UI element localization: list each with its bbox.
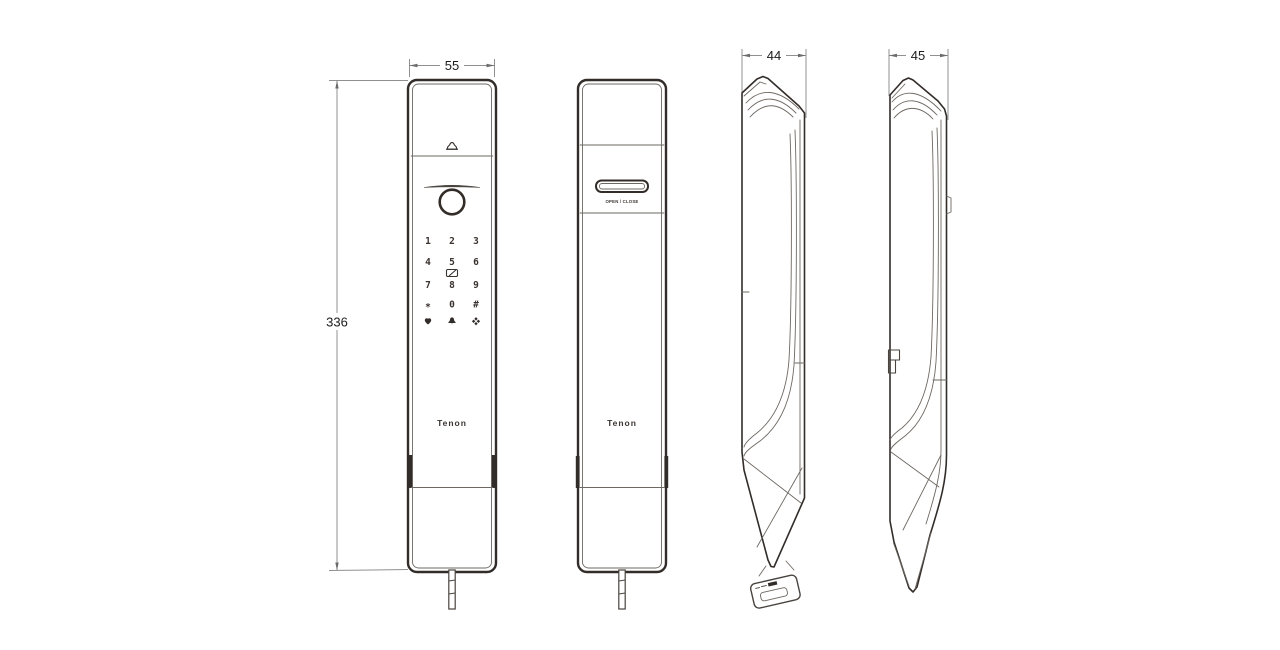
mounting-plate xyxy=(749,574,801,609)
dim-side-a-depth: 44 xyxy=(767,48,781,63)
edge-notch-right xyxy=(664,456,669,488)
open-close-label: OPEN / CLOSE xyxy=(606,199,639,204)
key-7: 7 xyxy=(425,280,431,291)
dim-side-a-depth-group: 44 xyxy=(741,47,807,118)
doorbell-icon xyxy=(446,142,458,150)
profile-outline xyxy=(889,77,948,593)
key-9: 9 xyxy=(473,280,479,291)
key-1: 1 xyxy=(425,236,431,247)
key-hash: # xyxy=(473,300,479,311)
edge-notch-right xyxy=(491,455,496,488)
front-exterior-view: 1 2 3 4 5 6 7 8 9 * 0 # xyxy=(406,78,498,610)
bell-icon xyxy=(448,317,456,325)
dimension-annotations: 55 336 44 4 xyxy=(322,47,949,571)
profile-inner-lines xyxy=(741,81,805,577)
open-close-slot xyxy=(595,179,649,193)
dim-front-height: 336 xyxy=(326,315,348,330)
side-profile-b-view xyxy=(887,77,952,593)
dim-side-b-depth: 45 xyxy=(911,48,925,63)
front-interior-view: OPEN / CLOSE Tenon xyxy=(575,78,669,610)
dim-side-b-depth-group: 45 xyxy=(888,47,949,120)
key-5: 5 xyxy=(449,257,455,268)
dim-front-width-group: 55 xyxy=(409,57,495,77)
brand-logo-exterior: Tenon xyxy=(437,418,467,428)
latch-detail xyxy=(887,349,901,374)
profile-inner-lines xyxy=(889,83,952,590)
key-2: 2 xyxy=(449,236,455,247)
edge-notch-left xyxy=(408,455,413,488)
rfid-card-icon xyxy=(445,268,459,278)
key-4: 4 xyxy=(425,257,431,268)
key-star: * xyxy=(425,302,431,313)
status-light-bar xyxy=(423,184,481,188)
edge-notch-left xyxy=(575,456,580,488)
fingerprint-scanner-ring xyxy=(438,188,466,216)
dim-front-width: 55 xyxy=(445,58,459,73)
key-3: 3 xyxy=(473,236,479,247)
key-6: 6 xyxy=(473,257,479,268)
key-0: 0 xyxy=(449,300,455,311)
keypad: 1 2 3 4 5 6 7 8 9 * 0 # xyxy=(424,236,481,326)
bottom-pin xyxy=(448,569,456,610)
heart-icon xyxy=(424,318,432,325)
profile-outline xyxy=(741,75,806,568)
key-8: 8 xyxy=(449,280,455,291)
brand-logo-interior: Tenon xyxy=(607,418,637,428)
dim-front-height-group: 336 xyxy=(322,80,409,571)
bottom-pin xyxy=(618,569,626,610)
side-profile-a-view xyxy=(741,75,806,609)
